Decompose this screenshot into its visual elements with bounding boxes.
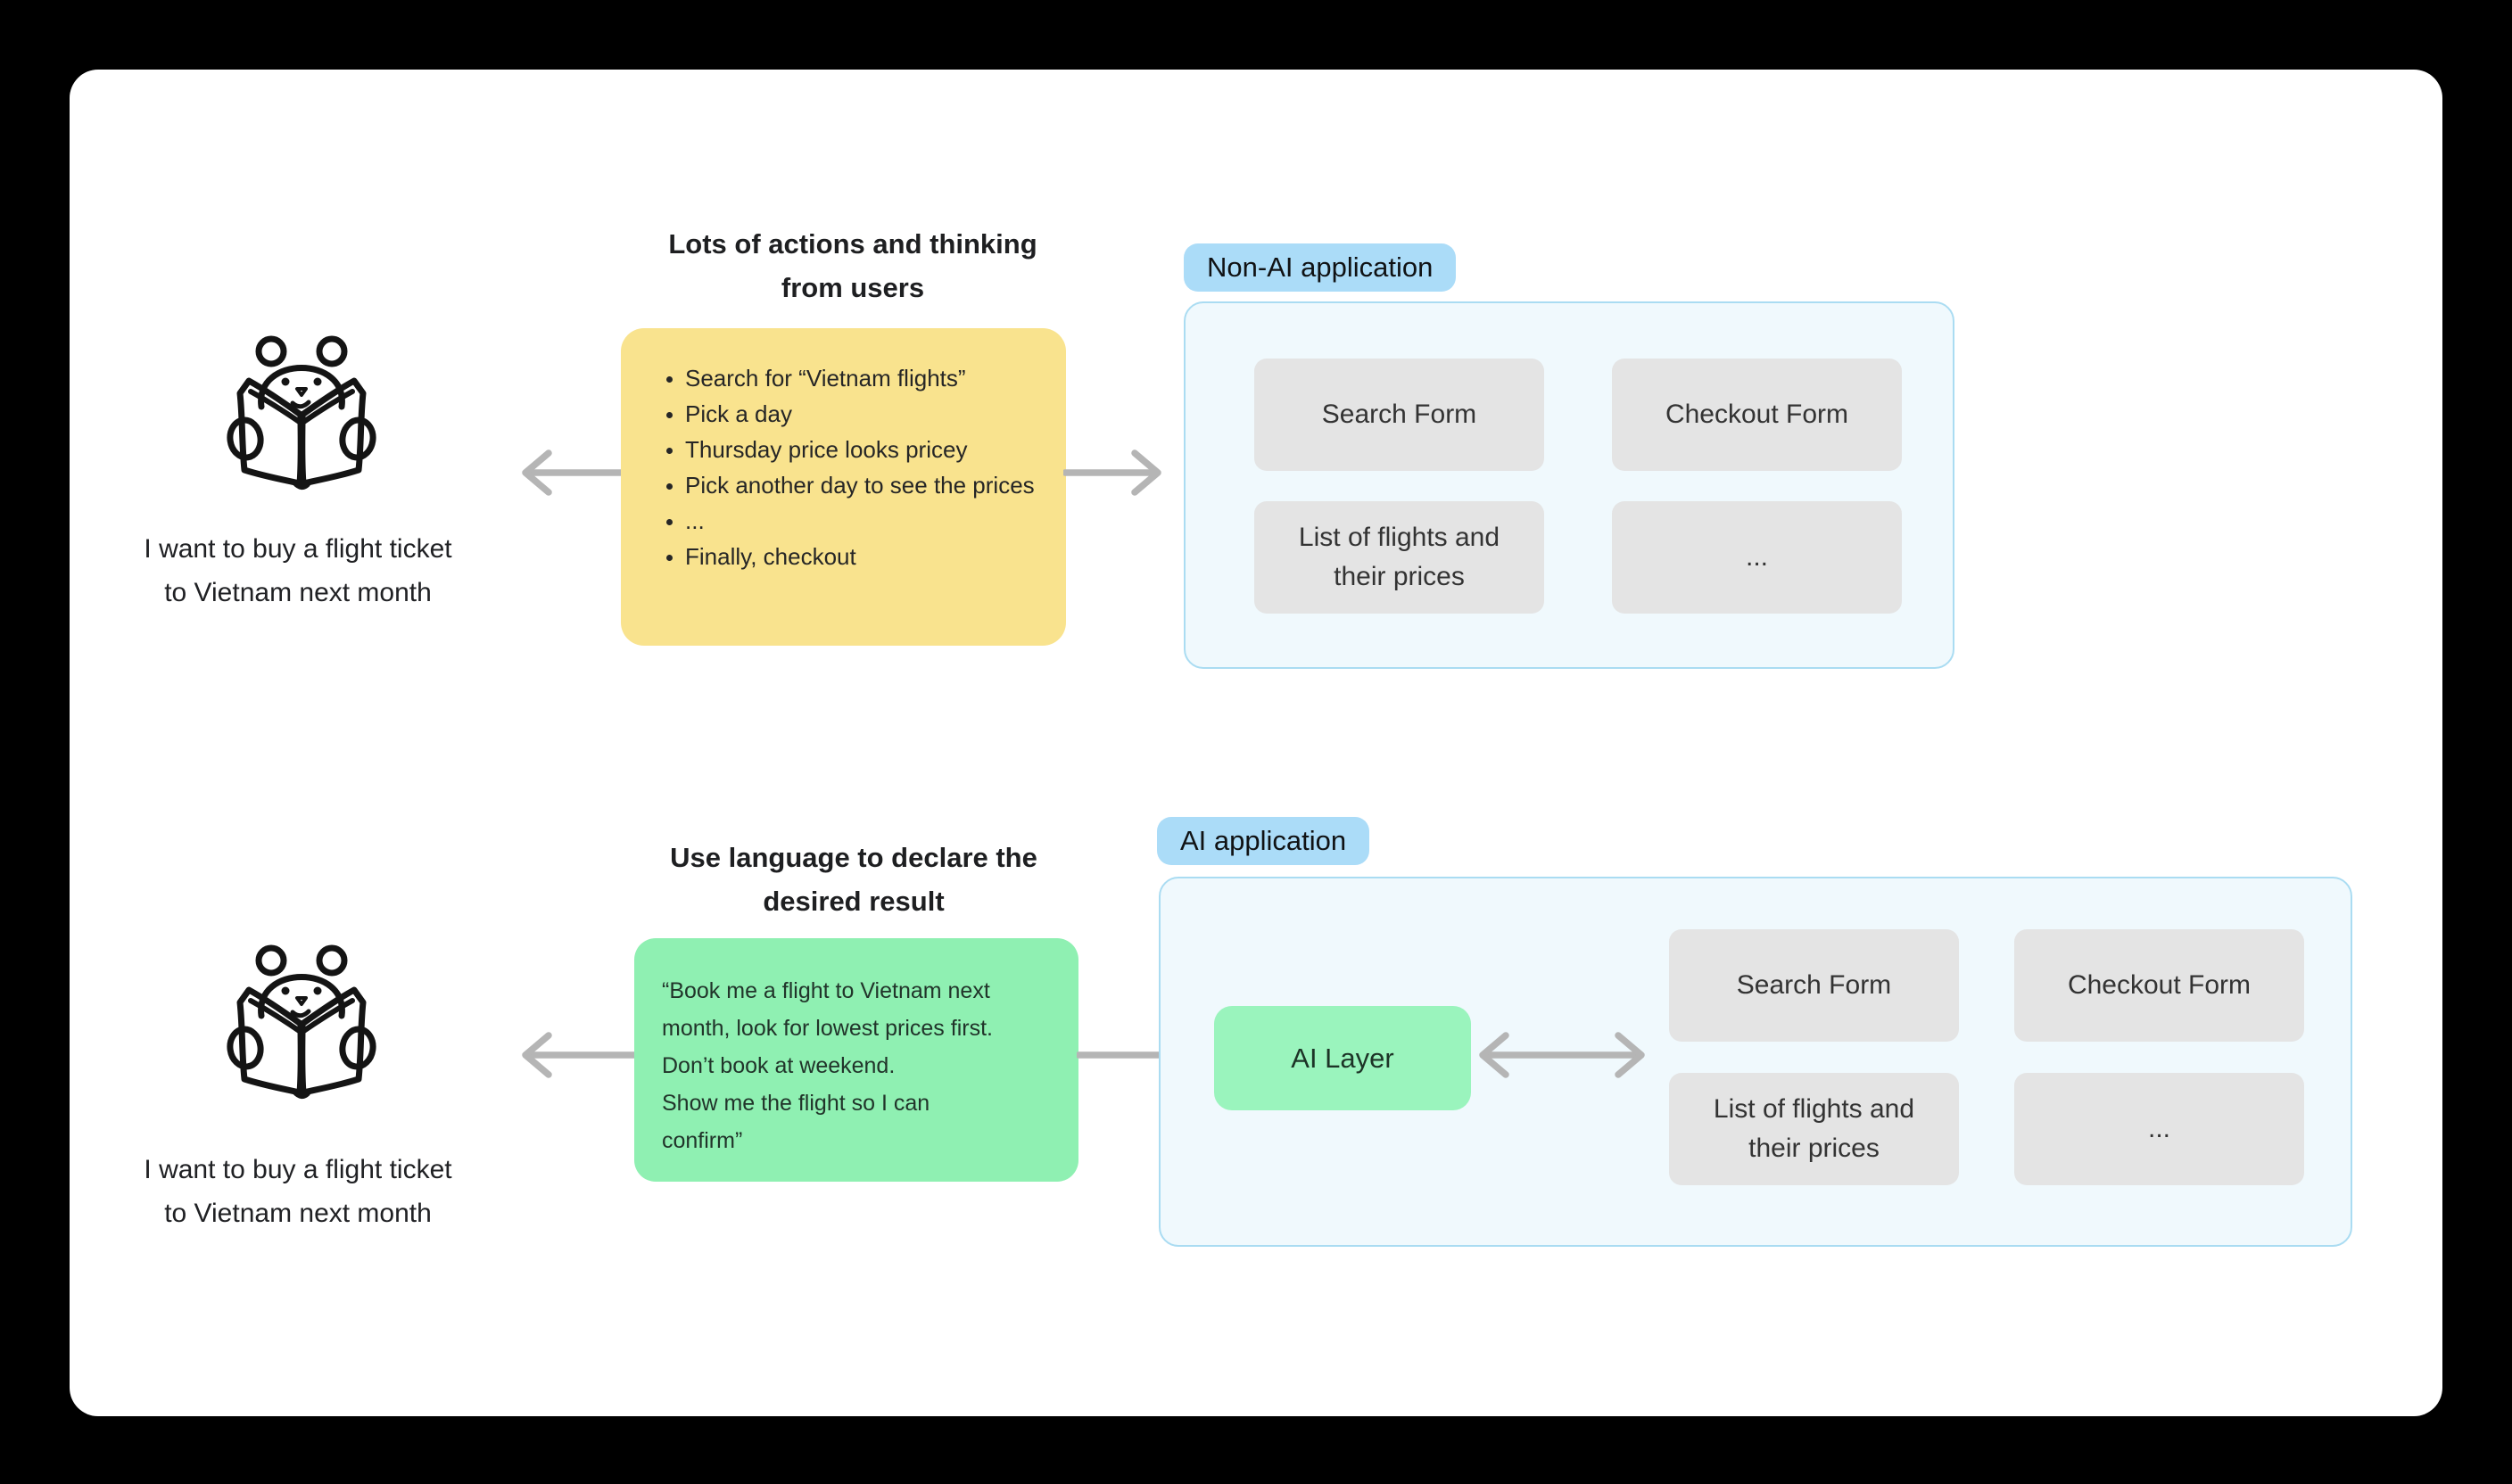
user-actions-list: Search for “Vietnam flights” Pick a day … bbox=[621, 328, 1066, 574]
bear-reading-book-icon bbox=[227, 335, 376, 490]
bear-paw-icon bbox=[339, 1026, 376, 1070]
module-more: ... bbox=[2014, 1073, 2304, 1185]
module-flight-list: List of flights and their prices bbox=[1254, 501, 1544, 614]
bear-reading-book-icon bbox=[227, 944, 376, 1099]
module-checkout-form: Checkout Form bbox=[2014, 929, 2304, 1042]
bear-ear-icon bbox=[316, 944, 348, 977]
list-item: Thursday price looks pricey bbox=[685, 432, 1036, 467]
list-item: Finally, checkout bbox=[685, 539, 1036, 574]
top-flow-header: Lots of actions and thinking from users bbox=[668, 228, 1037, 303]
bottom-flow-header: Use language to declare the desired resu… bbox=[670, 842, 1037, 917]
module-more: ... bbox=[1612, 501, 1902, 614]
list-item: Pick another day to see the prices bbox=[685, 467, 1036, 503]
bear-ear-icon bbox=[255, 944, 287, 977]
list-item: ... bbox=[685, 503, 1036, 539]
list-item: Pick a day bbox=[685, 396, 1036, 432]
module-grid: Search Form Checkout Form List of flight… bbox=[1669, 929, 2304, 1185]
list-item: Search for “Vietnam flights” bbox=[685, 360, 1036, 396]
user-language-quote: “Book me a flight to Vietnam next month,… bbox=[634, 938, 1078, 1182]
module-checkout-form: Checkout Form bbox=[1612, 359, 1902, 471]
arrow-bidirectional-icon bbox=[1479, 1032, 1645, 1078]
arrow-right-icon bbox=[1063, 449, 1161, 496]
module-search-form: Search Form bbox=[1254, 359, 1544, 471]
diagram-card: Lots of actions and thinking from users … bbox=[70, 70, 2442, 1416]
arrow-left-icon bbox=[522, 1032, 640, 1078]
bear-ear-icon bbox=[316, 335, 348, 367]
module-flight-list: List of flights and their prices bbox=[1669, 1073, 1959, 1185]
user-actions-note: Search for “Vietnam flights” Pick a day … bbox=[621, 328, 1066, 646]
bear-paw-icon bbox=[339, 416, 376, 461]
ai-layer-box: AI Layer bbox=[1214, 1006, 1471, 1110]
non-ai-application-badge: Non-AI application bbox=[1184, 243, 1457, 292]
module-search-form: Search Form bbox=[1669, 929, 1959, 1042]
ai-application-panel: AI Layer Search Form Checkout Form List … bbox=[1159, 877, 2352, 1247]
ai-application-badge: AI application bbox=[1157, 817, 1370, 865]
bear-paw-icon bbox=[227, 416, 264, 461]
arrow-left-icon bbox=[522, 449, 625, 496]
user-intent-caption: I want to buy a flight ticket to Vietnam… bbox=[144, 1155, 452, 1228]
user-intent-caption: I want to buy a flight ticket to Vietnam… bbox=[144, 534, 452, 607]
bear-paw-icon bbox=[227, 1026, 264, 1070]
bear-ear-icon bbox=[255, 335, 287, 367]
module-grid: Search Form Checkout Form List of flight… bbox=[1254, 359, 1902, 614]
non-ai-application-panel: Search Form Checkout Form List of flight… bbox=[1184, 301, 1954, 669]
